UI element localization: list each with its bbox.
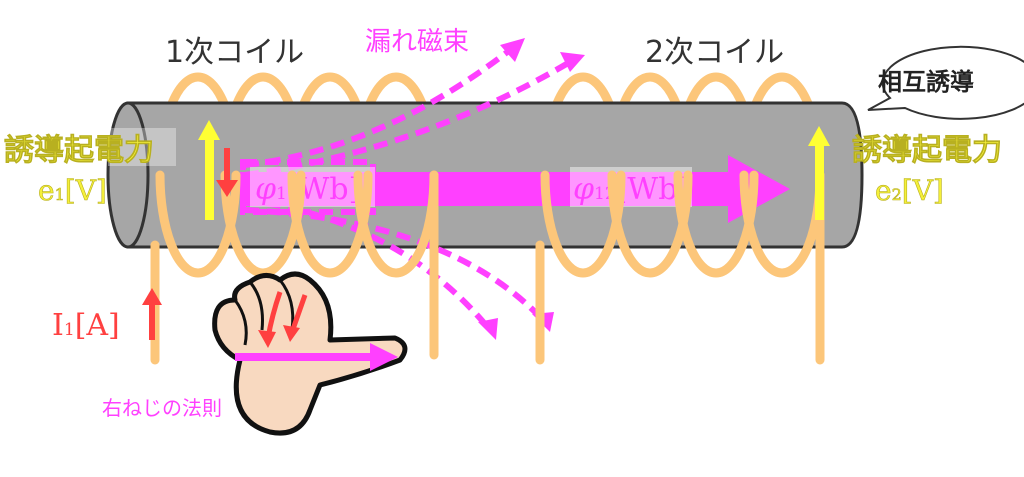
emf-arrow-left (198, 120, 220, 220)
primary-coil (150, 170, 439, 365)
phi1-label: φ1[Wb] (255, 172, 360, 207)
emf-left-label: 誘導起電力 (4, 133, 154, 168)
leakage-flux-label: 漏れ磁束 (365, 27, 469, 57)
speech-bubble: 相互誘導 (867, 45, 1024, 120)
phi12-label: φ12[Wb] (573, 172, 689, 207)
e1-label: e1[V] (38, 174, 107, 207)
thumb-flux-arrow (235, 343, 398, 371)
emf-right-label: 誘導起電力 (852, 133, 1002, 168)
mutual-induction-label: 相互誘導 (878, 68, 974, 96)
i1-label: I1[A] (52, 308, 120, 343)
finger-arrowheads (258, 325, 300, 348)
primary-coil-label: 1次コイル (165, 35, 304, 70)
current-arrow (142, 288, 162, 340)
right-hand-rule-label: 右ねじの法則 (102, 396, 222, 420)
secondary-coil-label: 2次コイル (645, 35, 784, 70)
induced-current-arrow (216, 148, 238, 197)
emf-arrow-right (808, 126, 830, 220)
e2-label: e2[V] (875, 174, 944, 207)
